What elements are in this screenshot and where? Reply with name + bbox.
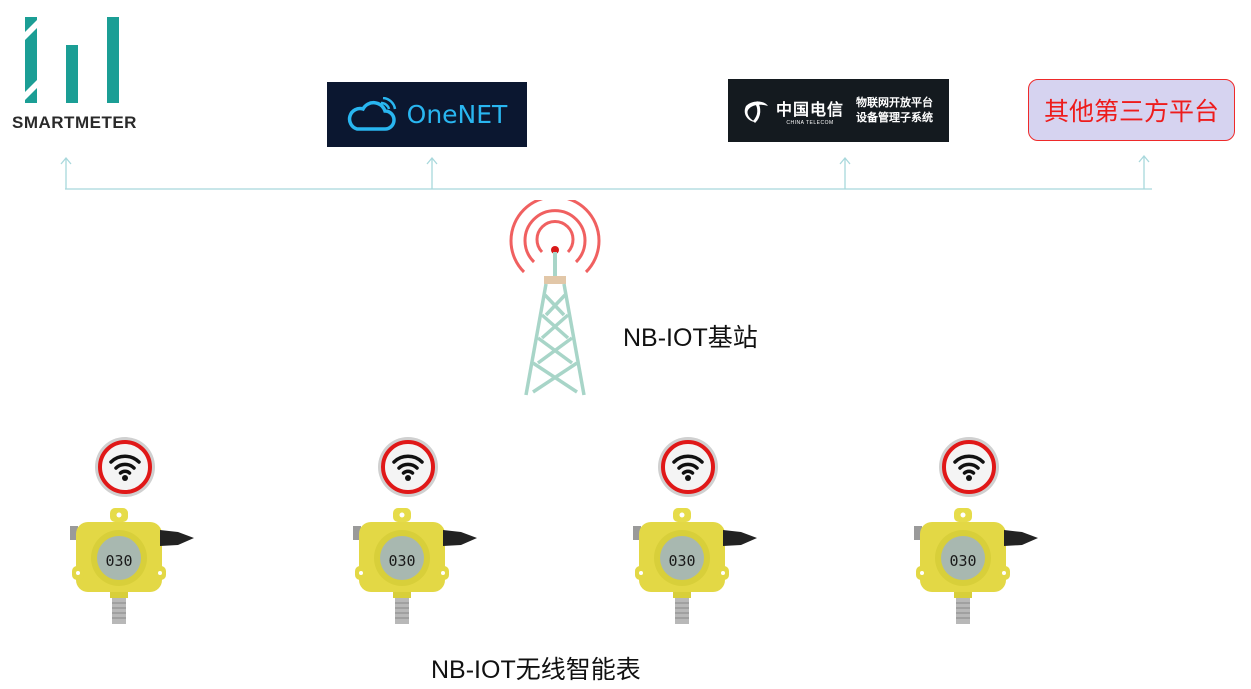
telecom-desc-line2: 设备管理子系统 <box>856 111 934 124</box>
meter-4 <box>939 437 999 497</box>
meter-display-value: 030 <box>105 552 132 570</box>
wifi-icon <box>392 454 424 481</box>
onenet-platform: OneNET <box>327 82 527 147</box>
wifi-icon <box>953 454 985 481</box>
meter-display-value: 030 <box>668 552 695 570</box>
telecom-desc-line1: 物联网开放平台 <box>856 96 934 109</box>
arrow-up-icon <box>839 156 851 189</box>
other-platform-box: 其他第三方平台 <box>1028 79 1235 141</box>
meter-device-icon: 030 <box>353 508 477 624</box>
meter-display-value: 030 <box>388 552 415 570</box>
wifi-badge <box>658 437 718 497</box>
telecom-brand-en: CHINA TELECOM <box>786 119 834 126</box>
connector-bus <box>60 154 1152 190</box>
cloud-icon <box>347 96 396 131</box>
smart-meter-device: 030 <box>353 508 481 633</box>
telecom-description: 物联网开放平台 设备管理子系统 <box>856 96 933 126</box>
smart-meter-device: 030 <box>633 508 761 633</box>
wifi-badge <box>939 437 999 497</box>
china-telecom-logo-icon <box>744 100 768 123</box>
arrow-up-icon <box>1138 154 1150 189</box>
smart-meter-device: 030 <box>914 508 1042 633</box>
meter-1 <box>95 437 155 497</box>
smart-meter-device: 030 <box>70 508 198 633</box>
meter-device-icon: 030 <box>914 508 1038 624</box>
wifi-badge <box>378 437 438 497</box>
china-telecom-brand: 中国电信 CHINA TELECOM <box>776 96 844 126</box>
logo-text: SMARTMETER <box>12 113 137 132</box>
meter-2 <box>378 437 438 497</box>
meter-3 <box>658 437 718 497</box>
wifi-badge <box>95 437 155 497</box>
meter-device-icon: 030 <box>633 508 757 624</box>
telecom-brand-cn: 中国电信 <box>776 99 845 119</box>
wifi-icon <box>672 454 704 481</box>
meter-device-icon: 030 <box>70 508 194 624</box>
other-platform-label: 其他第三方平台 <box>1043 97 1219 126</box>
china-telecom-platform: 中国电信 CHINA TELECOM 物联网开放平台 设备管理子系统 <box>728 79 949 142</box>
base-station-tower-icon <box>509 200 601 396</box>
base-station-label: NB-IOT基站 <box>623 324 758 352</box>
meters-label: NB-IOT无线智能表 <box>431 656 641 684</box>
onenet-label: OneNET <box>406 100 508 129</box>
arrow-up-icon <box>60 156 72 189</box>
wifi-icon <box>109 454 141 481</box>
meter-display-value: 030 <box>949 552 976 570</box>
arrow-up-icon <box>426 156 438 189</box>
smartmeter-logo-icon <box>25 17 119 103</box>
